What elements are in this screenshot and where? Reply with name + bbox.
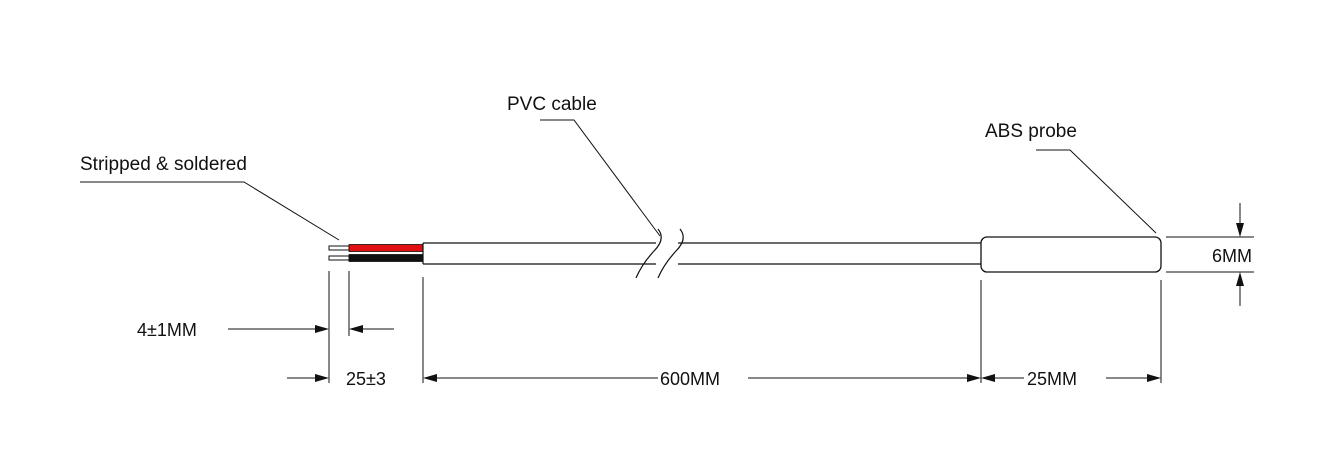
label-stripped-soldered: Stripped & soldered	[80, 154, 247, 175]
dim-probe-length-label: 25MM	[1027, 369, 1077, 389]
dim-probe-diameter: 6MM	[1212, 203, 1252, 306]
label-abs-probe: ABS probe	[985, 121, 1077, 142]
dim-wire-length: 25±3	[287, 369, 386, 389]
red-wire	[348, 244, 424, 252]
wire-bundle	[328, 244, 424, 262]
dim-strip-length-label: 4±1MM	[137, 320, 197, 340]
label-pvc-cable: PVC cable	[507, 94, 597, 115]
black-wire	[348, 254, 424, 262]
dim-probe-length: 25MM	[981, 369, 1161, 389]
extension-lines	[328, 236, 1254, 383]
callouts: Stripped & soldered PVC cable ABS probe	[80, 94, 1157, 241]
dim-probe-diameter-label: 6MM	[1212, 246, 1252, 266]
abs-probe-body	[980, 236, 1162, 273]
dim-wire-length-label: 25±3	[346, 369, 386, 389]
cable-break-symbol	[635, 228, 662, 279]
pvc-cable	[422, 228, 981, 279]
dim-cable-length-label: 600MM	[660, 369, 720, 389]
red-wire-tip	[328, 245, 350, 251]
black-wire-tip	[328, 255, 350, 261]
dim-cable-length: 600MM	[423, 369, 981, 389]
dim-strip-length: 4±1MM	[137, 320, 394, 340]
